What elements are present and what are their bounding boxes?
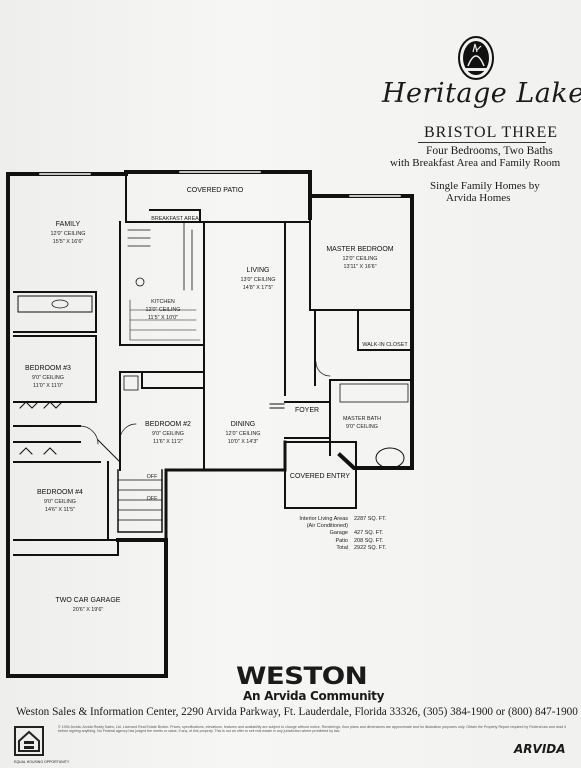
dining-label: DINING (231, 421, 256, 428)
kitchen-ceiling: 12'0" CEILING (145, 307, 180, 313)
covered-entry-label: COVERED ENTRY (290, 473, 350, 480)
living-room-label: LIVING (247, 267, 270, 274)
sales-center-info: Weston Sales & Information Center, 2290 … (16, 706, 578, 718)
builder-line1: Single Family Homes by (430, 180, 540, 192)
family-ceiling: 12'0" CEILING (50, 231, 85, 237)
bedroom4-size: 14'6" X 11'5" (45, 507, 75, 513)
master-bath-label: MASTER BATH (343, 416, 381, 422)
legal-fine-print: © 1994 Arvida. Arvida Realty Sales, Ltd.… (58, 725, 566, 734)
equal-housing-icon (14, 726, 44, 756)
floor-plan: COVERED PATIO BREAKFAST AREA FAMILY 12'0… (6, 170, 414, 678)
area-row: (Air Conditioned) (306, 523, 348, 530)
breakfast-area-label: BREAKFAST AREA (151, 216, 199, 222)
family-room-label: FAMILY (56, 221, 81, 228)
master-bath-ceiling: 9'0" CEILING (346, 424, 378, 430)
bedroom3-ceiling: 9'0" CEILING (32, 375, 64, 381)
closet-label-a: OFF (147, 474, 158, 480)
bedroom2-ceiling: 9'0" CEILING (152, 431, 184, 437)
master-bedroom-ceiling: 12'0" CEILING (342, 256, 377, 262)
bedroom2-size: 11'6" X 11'2" (153, 439, 183, 445)
arvida-logo: ARVIDA (514, 742, 566, 756)
garage-label: TWO CAR GARAGE (56, 597, 121, 604)
bedroom2-label: BEDROOM #2 (145, 421, 191, 428)
bedroom4-ceiling: 9'0" CEILING (44, 499, 76, 505)
dining-size: 10'0" X 14'3" (228, 439, 259, 445)
master-bedroom-size: 13'11" X 16'6" (343, 264, 376, 270)
garage-size: 20'6" X 19'6" (73, 607, 104, 613)
foyer-label: FOYER (295, 407, 319, 414)
brand-tagline: An Arvida Community (243, 689, 385, 703)
builder-line2: Arvida Homes (446, 192, 511, 204)
equal-housing-label: EQUAL HOUSING OPPORTUNITY (14, 760, 70, 764)
kitchen-size: 11'5" X 10'0" (148, 315, 178, 321)
dining-ceiling: 12'0" CEILING (225, 431, 260, 437)
community-title: Heritage Lake (382, 78, 581, 109)
kitchen-label: KITCHEN (151, 299, 175, 305)
closet-label-b: OFF (147, 496, 158, 502)
family-size: 15'5" X 16'6" (53, 239, 84, 245)
living-ceiling: 13'0" CEILING (240, 277, 275, 283)
bedroom3-size: 11'0" X 11'0" (33, 383, 63, 389)
weston-brand-logo: WESTON (236, 662, 368, 690)
living-size: 14'8" X 17'5" (243, 285, 274, 291)
bedroom3-label: BEDROOM #3 (25, 365, 71, 372)
bedroom4-label: BEDROOM #4 (37, 489, 83, 496)
heron-emblem-icon (458, 36, 494, 80)
plan-description-line1: Four Bedrooms, Two Baths (426, 145, 553, 157)
plan-description-line2: with Breakfast Area and Family Room (390, 157, 561, 169)
covered-patio-label: COVERED PATIO (187, 187, 244, 194)
title-divider (418, 142, 546, 143)
master-bedroom-label: MASTER BEDROOM (326, 246, 393, 253)
walk-in-closet-label: WALK-IN CLOSET (362, 342, 408, 348)
plan-name: BRISTOL THREE (424, 124, 559, 141)
